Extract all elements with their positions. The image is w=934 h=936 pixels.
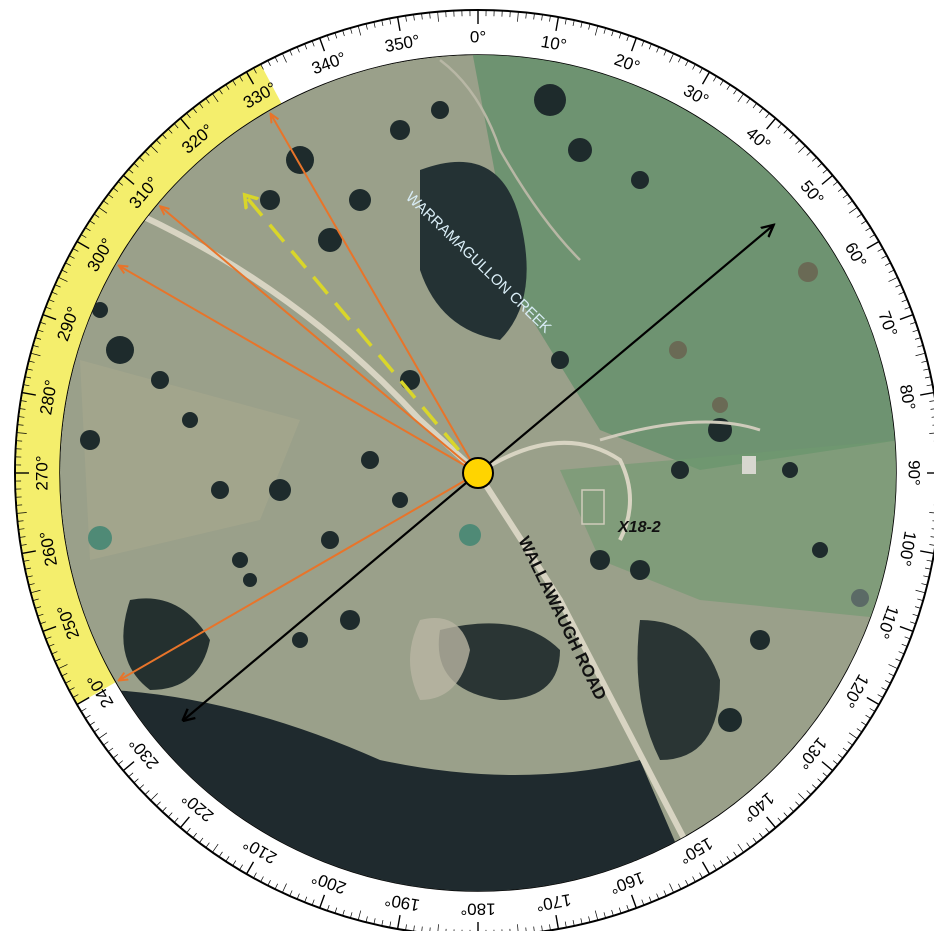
observer-position-marker [463, 458, 493, 488]
degree-label-180: 180° [460, 900, 495, 919]
degree-label-90: 90° [905, 460, 924, 486]
degree-label-270: 270° [32, 455, 51, 490]
degree-label-0: 0° [470, 27, 486, 46]
farm-building [742, 456, 756, 474]
site-label: X18-2 [617, 519, 661, 536]
